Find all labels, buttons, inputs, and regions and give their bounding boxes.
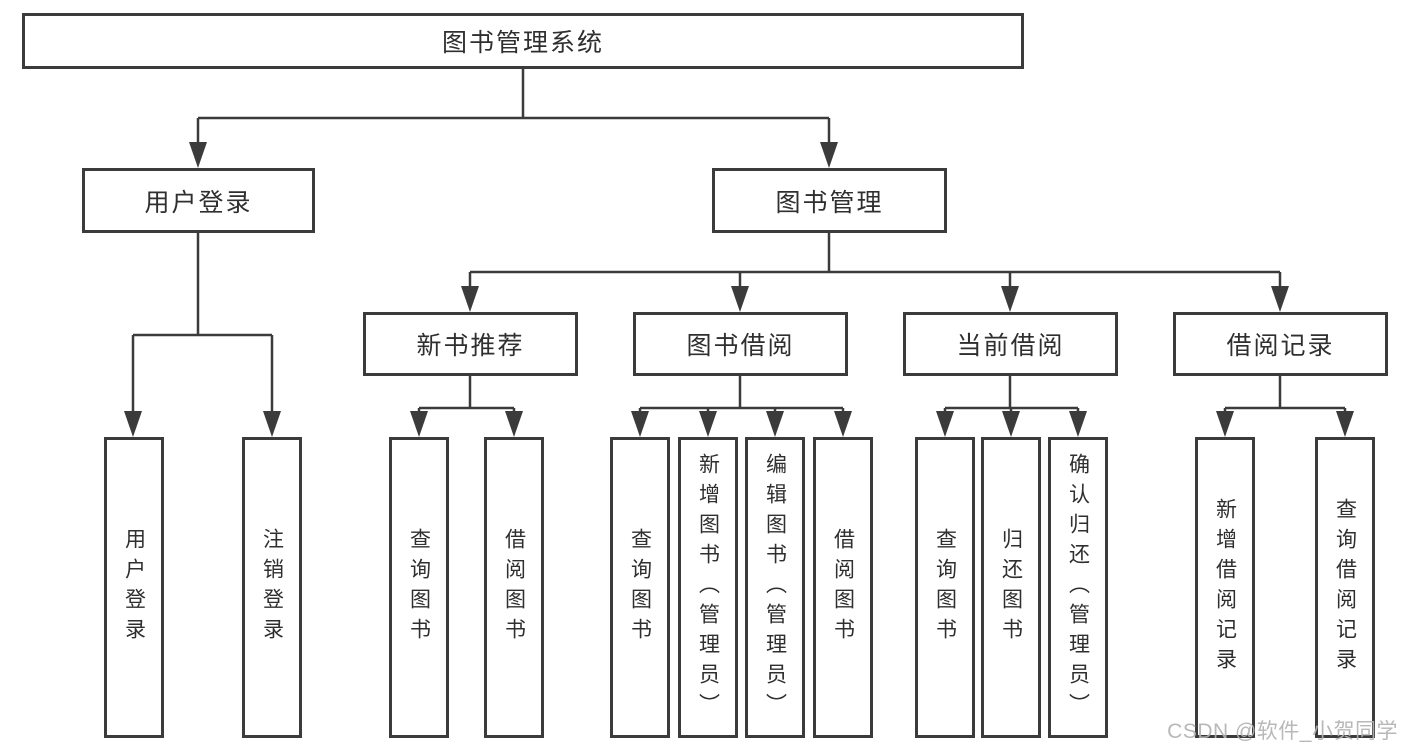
arrow-down-icon	[1216, 411, 1234, 437]
leaf-user-login-label: 用户登录	[122, 527, 146, 648]
node-new-book-recommend: 新书推荐	[363, 312, 578, 376]
arrow-down-icon	[1002, 411, 1020, 437]
leaf-return-books-label: 归还图书	[999, 527, 1023, 648]
leaf-logout: 注销登录	[242, 437, 302, 738]
arrow-down-icon	[189, 142, 207, 168]
arrow-down-icon	[820, 142, 838, 168]
arrow-down-icon	[766, 411, 784, 437]
node-root-label: 图书管理系统	[441, 29, 604, 57]
leaf-add-borrow-record: 新增借阅记录	[1195, 437, 1255, 738]
connector-login-to-leaves	[124, 233, 281, 437]
leaf-recommend-query-books: 查询图书	[389, 437, 449, 738]
node-user-login: 用户登录	[82, 168, 315, 233]
leaf-user-login: 用户登录	[104, 437, 164, 738]
leaf-return-books: 归还图书	[981, 437, 1041, 738]
arrow-down-icon	[936, 411, 954, 437]
leaf-borrow-books-label: 借阅图书	[831, 527, 855, 648]
node-borrow-records-label: 借阅记录	[1226, 332, 1335, 360]
node-book-mgmt-label: 图书管理	[775, 188, 884, 217]
leaf-edit-books-admin: 编辑图书（管理员）	[745, 437, 805, 738]
leaf-borrow-query-books: 查询图书	[610, 437, 670, 738]
leaf-recommend-borrow-books-label: 借阅图书	[502, 527, 526, 648]
node-borrow-records: 借阅记录	[1173, 312, 1388, 376]
node-book-borrow: 图书借阅	[633, 312, 848, 376]
arrow-down-icon	[1271, 286, 1289, 312]
leaf-recommend-borrow-books: 借阅图书	[484, 437, 544, 738]
leaf-current-query-books: 查询图书	[915, 437, 975, 738]
leaf-recommend-query-books-label: 查询图书	[407, 527, 431, 648]
arrow-down-icon	[834, 411, 852, 437]
connector-mgmt-to-level3	[461, 233, 1289, 312]
leaf-add-books-admin: 新增图书（管理员）	[678, 437, 738, 738]
arrow-down-icon	[263, 411, 281, 437]
arrow-down-icon	[1069, 411, 1087, 437]
leaf-logout-label: 注销登录	[260, 527, 284, 648]
connector-sec3-to-leaves	[1216, 376, 1354, 437]
connector-sec1-to-leaves	[631, 376, 852, 437]
node-current-borrow: 当前借阅	[903, 312, 1118, 376]
connector-root-to-level2	[189, 69, 838, 168]
leaf-add-books-admin-label: 新增图书（管理员）	[696, 452, 720, 723]
node-user-login-label: 用户登录	[144, 188, 253, 217]
arrow-down-icon	[699, 411, 717, 437]
node-new-book-recommend-label: 新书推荐	[416, 332, 525, 360]
leaf-query-borrow-record-label: 查询借阅记录	[1333, 497, 1357, 678]
arrow-down-icon	[1001, 286, 1019, 312]
leaf-confirm-return-admin-label: 确认归还（管理员）	[1066, 452, 1090, 723]
leaf-edit-books-admin-label: 编辑图书（管理员）	[763, 452, 787, 723]
leaf-borrow-books: 借阅图书	[813, 437, 873, 738]
node-current-borrow-label: 当前借阅	[956, 332, 1065, 360]
arrow-down-icon	[461, 286, 479, 312]
arrow-down-icon	[731, 286, 749, 312]
arrow-down-icon	[1336, 411, 1354, 437]
leaf-current-query-books-label: 查询图书	[933, 527, 957, 648]
leaf-add-borrow-record-label: 新增借阅记录	[1213, 497, 1237, 678]
leaf-borrow-query-books-label: 查询图书	[628, 527, 652, 648]
leaf-query-borrow-record: 查询借阅记录	[1315, 437, 1375, 738]
connector-sec2-to-leaves	[936, 376, 1087, 437]
leaf-confirm-return-admin: 确认归还（管理员）	[1048, 437, 1108, 738]
node-root: 图书管理系统	[22, 13, 1024, 69]
watermark: CSDN @软件_小贺同学	[1167, 720, 1398, 743]
node-book-mgmt: 图书管理	[712, 168, 947, 233]
arrow-down-icon	[124, 411, 142, 437]
arrow-down-icon	[505, 411, 523, 437]
arrow-down-icon	[410, 411, 428, 437]
arrow-down-icon	[631, 411, 649, 437]
node-book-borrow-label: 图书借阅	[686, 332, 795, 360]
connector-sec0-to-leaves	[410, 376, 523, 437]
